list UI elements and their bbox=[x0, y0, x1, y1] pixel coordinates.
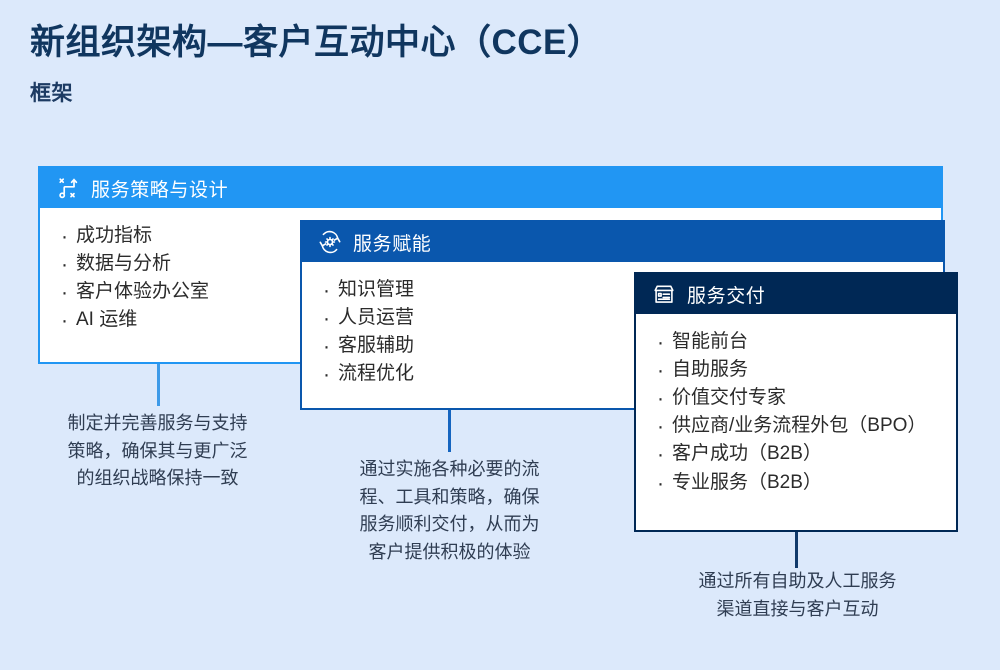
card-strategy-header: 服务策略与设计 bbox=[40, 168, 941, 208]
card-strategy-bullets: 成功指标 数据与分析 客户体验办公室 AI 运维 bbox=[60, 221, 282, 337]
list-item: 客户体验办公室 bbox=[60, 277, 282, 308]
card-delivery-title: 服务交付 bbox=[687, 285, 766, 307]
connector-line-strategy bbox=[157, 364, 160, 406]
card-enablement-bullets: 知识管理 人员运营 客服辅助 流程优化 bbox=[322, 275, 616, 391]
card-strategy-body: 成功指标 数据与分析 客户体验办公室 AI 运维 bbox=[40, 208, 302, 362]
list-item: 智能前台 bbox=[656, 327, 936, 358]
list-item: 数据与分析 bbox=[60, 249, 282, 280]
list-item: 知识管理 bbox=[322, 275, 616, 306]
card-service-delivery[interactable]: 服务交付 智能前台 自助服务 价值交付专家 供应商/业务流程外包（BPO） 客户… bbox=[634, 272, 958, 532]
caption-service-delivery: 通过所有自助及人工服务 渠道直接与客户互动 bbox=[698, 571, 897, 619]
card-enablement-title: 服务赋能 bbox=[353, 233, 432, 255]
page-subtitle: 框架 bbox=[30, 82, 73, 106]
page-header: 新组织架构—客户互动中心（CCE） 框架 bbox=[30, 22, 970, 107]
list-item: 供应商/业务流程外包（BPO） bbox=[656, 411, 936, 442]
list-item: 价值交付专家 bbox=[656, 383, 936, 414]
page-title: 新组织架构—客户互动中心（CCE） bbox=[30, 23, 603, 62]
card-delivery-body: 智能前台 自助服务 价值交付专家 供应商/业务流程外包（BPO） 客户成功（B2… bbox=[636, 314, 956, 530]
strategy-path-icon bbox=[59, 178, 78, 199]
list-item: AI 运维 bbox=[60, 305, 282, 336]
connector-line-delivery bbox=[795, 532, 798, 568]
card-delivery-header: 服务交付 bbox=[636, 274, 956, 314]
gear-refresh-icon bbox=[319, 230, 341, 254]
delivery-box-icon bbox=[654, 285, 674, 303]
card-enablement-header: 服务赋能 bbox=[302, 222, 943, 262]
connector-line-enablement bbox=[448, 410, 451, 452]
list-item: 客服辅助 bbox=[322, 331, 616, 362]
caption-service-strategy: 制定并完善服务与支持 策略，确保其与更广泛 的组织战略保持一致 bbox=[67, 413, 248, 489]
card-delivery-bullets: 智能前台 自助服务 价值交付专家 供应商/业务流程外包（BPO） 客户成功（B2… bbox=[656, 327, 936, 499]
list-item: 成功指标 bbox=[60, 221, 282, 252]
caption-service-enablement: 通过实施各种必要的流 程、工具和策略，确保 服务顺利交付，从而为 客户提供积极的… bbox=[359, 459, 540, 562]
list-item: 流程优化 bbox=[322, 359, 616, 390]
list-item: 人员运营 bbox=[322, 303, 616, 334]
card-strategy-title: 服务策略与设计 bbox=[91, 179, 229, 201]
card-enablement-body: 知识管理 人员运营 客服辅助 流程优化 bbox=[302, 262, 636, 408]
list-item: 专业服务（B2B） bbox=[656, 468, 936, 499]
list-item: 客户成功（B2B） bbox=[656, 439, 936, 470]
list-item: 自助服务 bbox=[656, 355, 936, 386]
card-service-enablement[interactable]: 服务赋能 知识管理 人员运营 客服辅助 流程优化 bbox=[300, 220, 945, 410]
